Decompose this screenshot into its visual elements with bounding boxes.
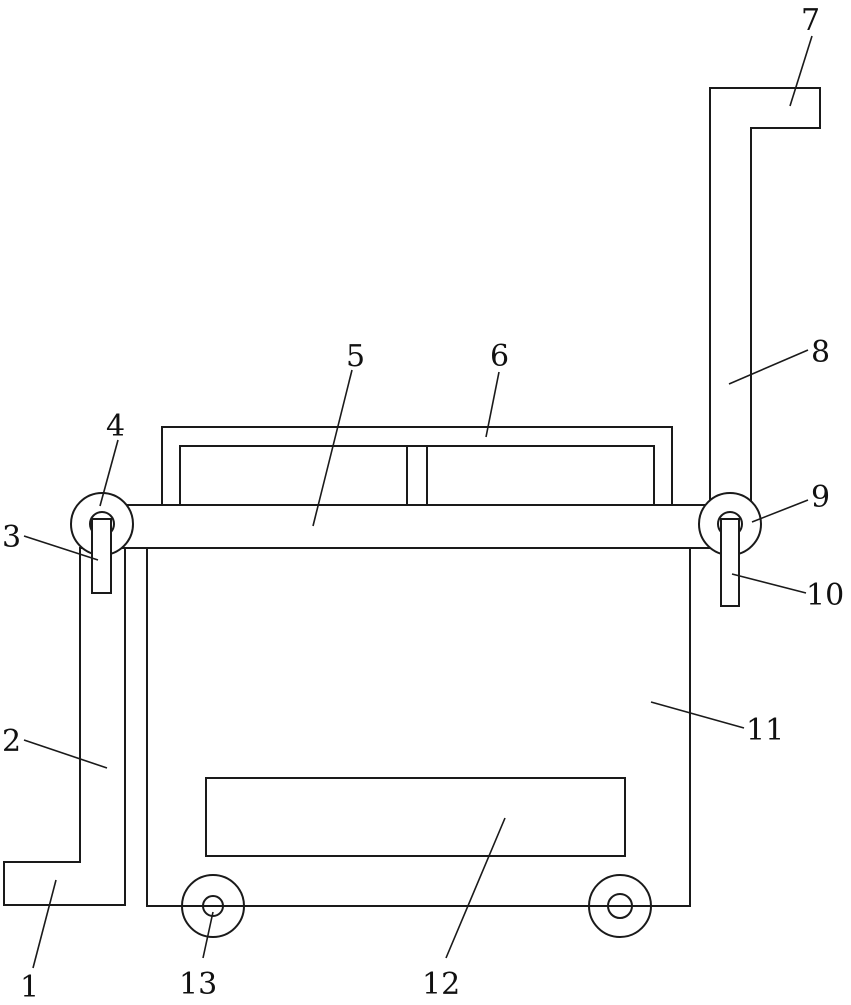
- label-8: 8: [811, 335, 830, 370]
- leader-10: [732, 574, 806, 593]
- leader-8: [729, 350, 808, 384]
- left-l-handle: [4, 548, 125, 905]
- label-12: 12: [422, 967, 460, 1000]
- leader-2: [24, 740, 107, 768]
- label-7: 7: [801, 3, 820, 38]
- leader-7: [790, 36, 812, 106]
- right-latch: [721, 519, 739, 606]
- label-9: 9: [811, 480, 830, 515]
- box-body: [147, 548, 690, 906]
- right-handle: [710, 88, 820, 505]
- leader-1: [33, 880, 56, 968]
- label-10: 10: [806, 578, 844, 613]
- leader-11: [651, 702, 744, 728]
- label-3: 3: [2, 520, 21, 555]
- label-11: 11: [746, 713, 784, 748]
- front-panel: [206, 778, 625, 856]
- leader-12: [446, 818, 505, 958]
- leader-9: [752, 500, 808, 522]
- label-1: 1: [20, 970, 39, 1000]
- left-latch: [92, 519, 111, 593]
- label-2: 2: [2, 724, 21, 759]
- label-13: 13: [179, 967, 217, 1000]
- label-4: 4: [106, 409, 125, 444]
- label-6: 6: [490, 339, 509, 374]
- top-frame-outer: [162, 427, 672, 505]
- leader-5: [313, 370, 352, 526]
- label-5: 5: [346, 339, 365, 374]
- crossbar: [100, 505, 730, 548]
- top-frame-inner: [180, 446, 654, 505]
